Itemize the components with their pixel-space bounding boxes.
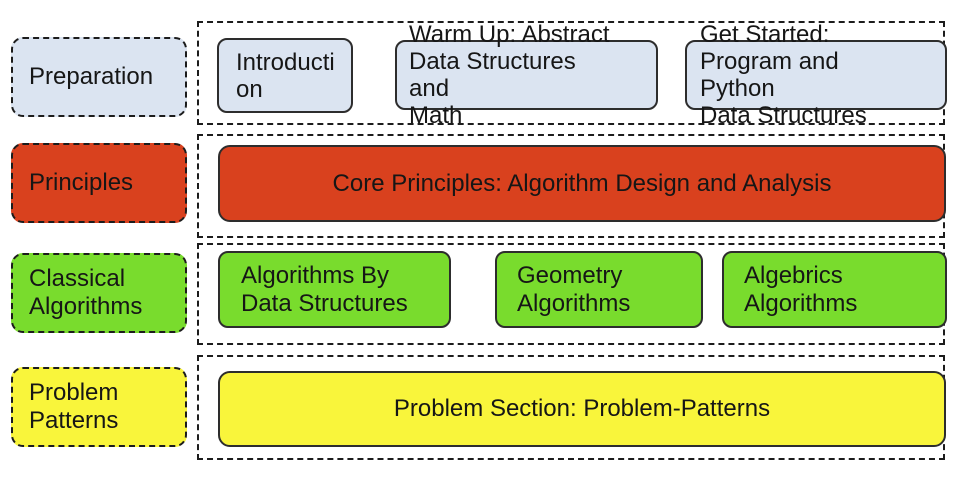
stage-label-problem-patterns: Problem Patterns	[11, 367, 187, 447]
stage-label-classical-algorithms: Classical Algorithms	[11, 253, 187, 333]
node-get-started-program-and-python-data-structures: Get Started: Program and Python Data Str…	[685, 21, 947, 129]
stage-label-principles: Principles	[11, 143, 187, 223]
node-algebrics-algorithms: Algebrics Algorithms	[722, 251, 947, 328]
node-warm-up-abstract-data-structures-and-math: Warm Up: Abstract Data Structures and Ma…	[395, 21, 658, 129]
node-introduction: Introducti on	[217, 38, 353, 113]
node-core-principles-algorithm-design-and-analysis: Core Principles: Algorithm Design and An…	[218, 145, 946, 222]
node-geometry-algorithms: Geometry Algorithms	[495, 251, 703, 328]
node-problem-section-problem-patterns: Problem Section: Problem-Patterns	[218, 371, 946, 447]
stage-label-preparation: Preparation	[11, 37, 187, 117]
node-algorithms-by-data-structures: Algorithms By Data Structures	[218, 251, 451, 328]
